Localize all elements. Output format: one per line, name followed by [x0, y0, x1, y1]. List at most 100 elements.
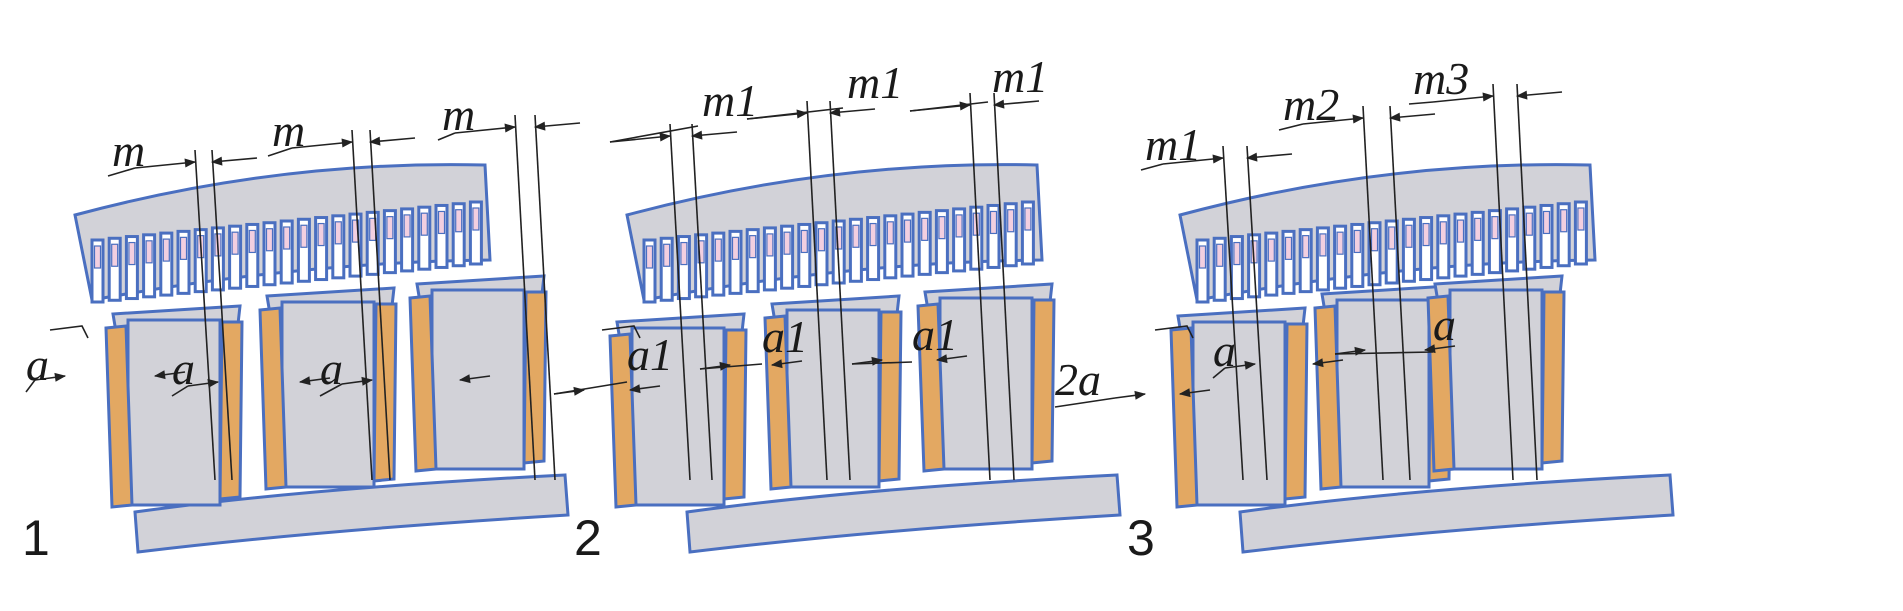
slot-insulation	[1439, 221, 1447, 245]
pole-body	[430, 288, 526, 471]
slot-insulation	[1577, 207, 1585, 231]
winding-left	[104, 324, 134, 509]
extension-line	[1222, 145, 1244, 481]
gap-dimension-label: a	[1433, 299, 1456, 350]
extension-line	[969, 92, 991, 481]
stator-slot	[468, 200, 483, 266]
extension-line	[1246, 145, 1268, 481]
stator-slot	[107, 236, 122, 302]
stator-slot	[745, 228, 760, 294]
dimension-arrow	[1114, 390, 1147, 400]
winding-right	[722, 328, 748, 501]
stator-slot	[866, 216, 881, 282]
slot-insulation	[1024, 207, 1032, 231]
winding-left	[608, 332, 638, 509]
stator-slot	[917, 210, 932, 276]
slot-insulation	[231, 231, 239, 255]
gap-dimension-1: a1	[553, 329, 673, 396]
slot-insulation	[921, 217, 929, 241]
slot-insulation	[1370, 228, 1379, 252]
stator-slot	[1298, 228, 1313, 294]
leader-line	[25, 379, 36, 393]
slot-insulation	[731, 236, 740, 260]
pole-3	[916, 282, 1056, 473]
top-dimension-3: m1	[909, 51, 1048, 481]
dimension-arrow	[298, 376, 331, 386]
leader-line	[1140, 163, 1164, 171]
slot-insulation	[663, 243, 671, 267]
extension-line	[1516, 83, 1538, 481]
stator-slot	[1333, 224, 1348, 290]
pole-3	[1426, 274, 1566, 473]
winding-right	[1283, 322, 1309, 501]
slot-insulation	[1302, 235, 1310, 259]
slot-insulation	[455, 209, 463, 233]
rotor-yoke	[1238, 473, 1675, 554]
winding-right	[877, 310, 903, 483]
slot-insulation	[1542, 210, 1551, 235]
dimension-arrow	[628, 384, 661, 394]
stator-slot	[142, 233, 157, 299]
slot-insulation	[1319, 233, 1327, 257]
dimension-arrow	[458, 374, 491, 384]
gap-dimension-label: a	[172, 343, 195, 394]
slot-insulation	[1560, 209, 1568, 233]
slot-insulation	[162, 238, 170, 262]
extension-line	[1362, 105, 1384, 481]
stator-slot	[883, 214, 898, 280]
top-dimension-1: m	[107, 125, 258, 481]
top-dimension-2: m1	[746, 57, 903, 481]
stator-slot	[314, 216, 329, 282]
stator-slots	[642, 200, 1035, 304]
stator-slot	[331, 214, 346, 280]
dimension-arrow	[1388, 112, 1436, 122]
terminal-mark	[49, 325, 89, 339]
gap-dimension-2: a	[171, 343, 331, 397]
leader-line	[699, 363, 763, 370]
stator-slot	[780, 224, 795, 290]
winding-left	[916, 302, 946, 473]
stator-slot	[365, 210, 380, 276]
stator-slot	[848, 217, 863, 283]
stator-slot	[1315, 226, 1330, 292]
leader-line	[1054, 397, 1116, 408]
gap-dimension-1: a	[25, 339, 186, 393]
slot-insulation	[697, 240, 705, 264]
dimension-arrow	[992, 99, 1040, 109]
dimension-arrow	[454, 123, 517, 134]
stator-slot	[1453, 212, 1468, 278]
dimension-arrow	[770, 359, 803, 369]
leader-line	[1334, 351, 1434, 355]
gap-dimension-3: a	[1334, 299, 1456, 356]
gap-dimension-label: a1	[762, 311, 808, 362]
gap-dimension-label: a	[320, 343, 343, 394]
top-dimension-label: m1	[847, 57, 903, 108]
pole-body	[1335, 298, 1431, 489]
pole-1	[104, 304, 244, 509]
stator-slot	[262, 221, 277, 287]
extension-line	[806, 100, 828, 481]
slot-insulation	[386, 216, 394, 240]
panel-number: 2	[574, 510, 602, 566]
dimension-arrow	[609, 132, 672, 143]
slot-insulation	[1007, 209, 1015, 233]
stator-slot	[1401, 217, 1416, 283]
slot-insulation	[437, 210, 446, 235]
stator-slot	[1522, 205, 1537, 271]
stator-slot	[193, 228, 208, 294]
winding-left	[258, 306, 288, 491]
slot-insulation	[283, 226, 291, 250]
stator-slot	[1003, 202, 1018, 268]
dimension-arrow	[187, 378, 220, 388]
slot-insulation	[1198, 245, 1207, 269]
slot-insulation	[420, 212, 428, 236]
gap-dimension-label: a1	[627, 329, 673, 380]
leader-line	[851, 361, 913, 365]
stator-slot	[417, 205, 432, 271]
leader-line	[909, 101, 989, 112]
dimension-arrow	[1162, 154, 1225, 165]
top-dimension-label: m	[112, 125, 145, 176]
stator-slot	[1556, 202, 1571, 268]
pole-3	[408, 274, 548, 473]
